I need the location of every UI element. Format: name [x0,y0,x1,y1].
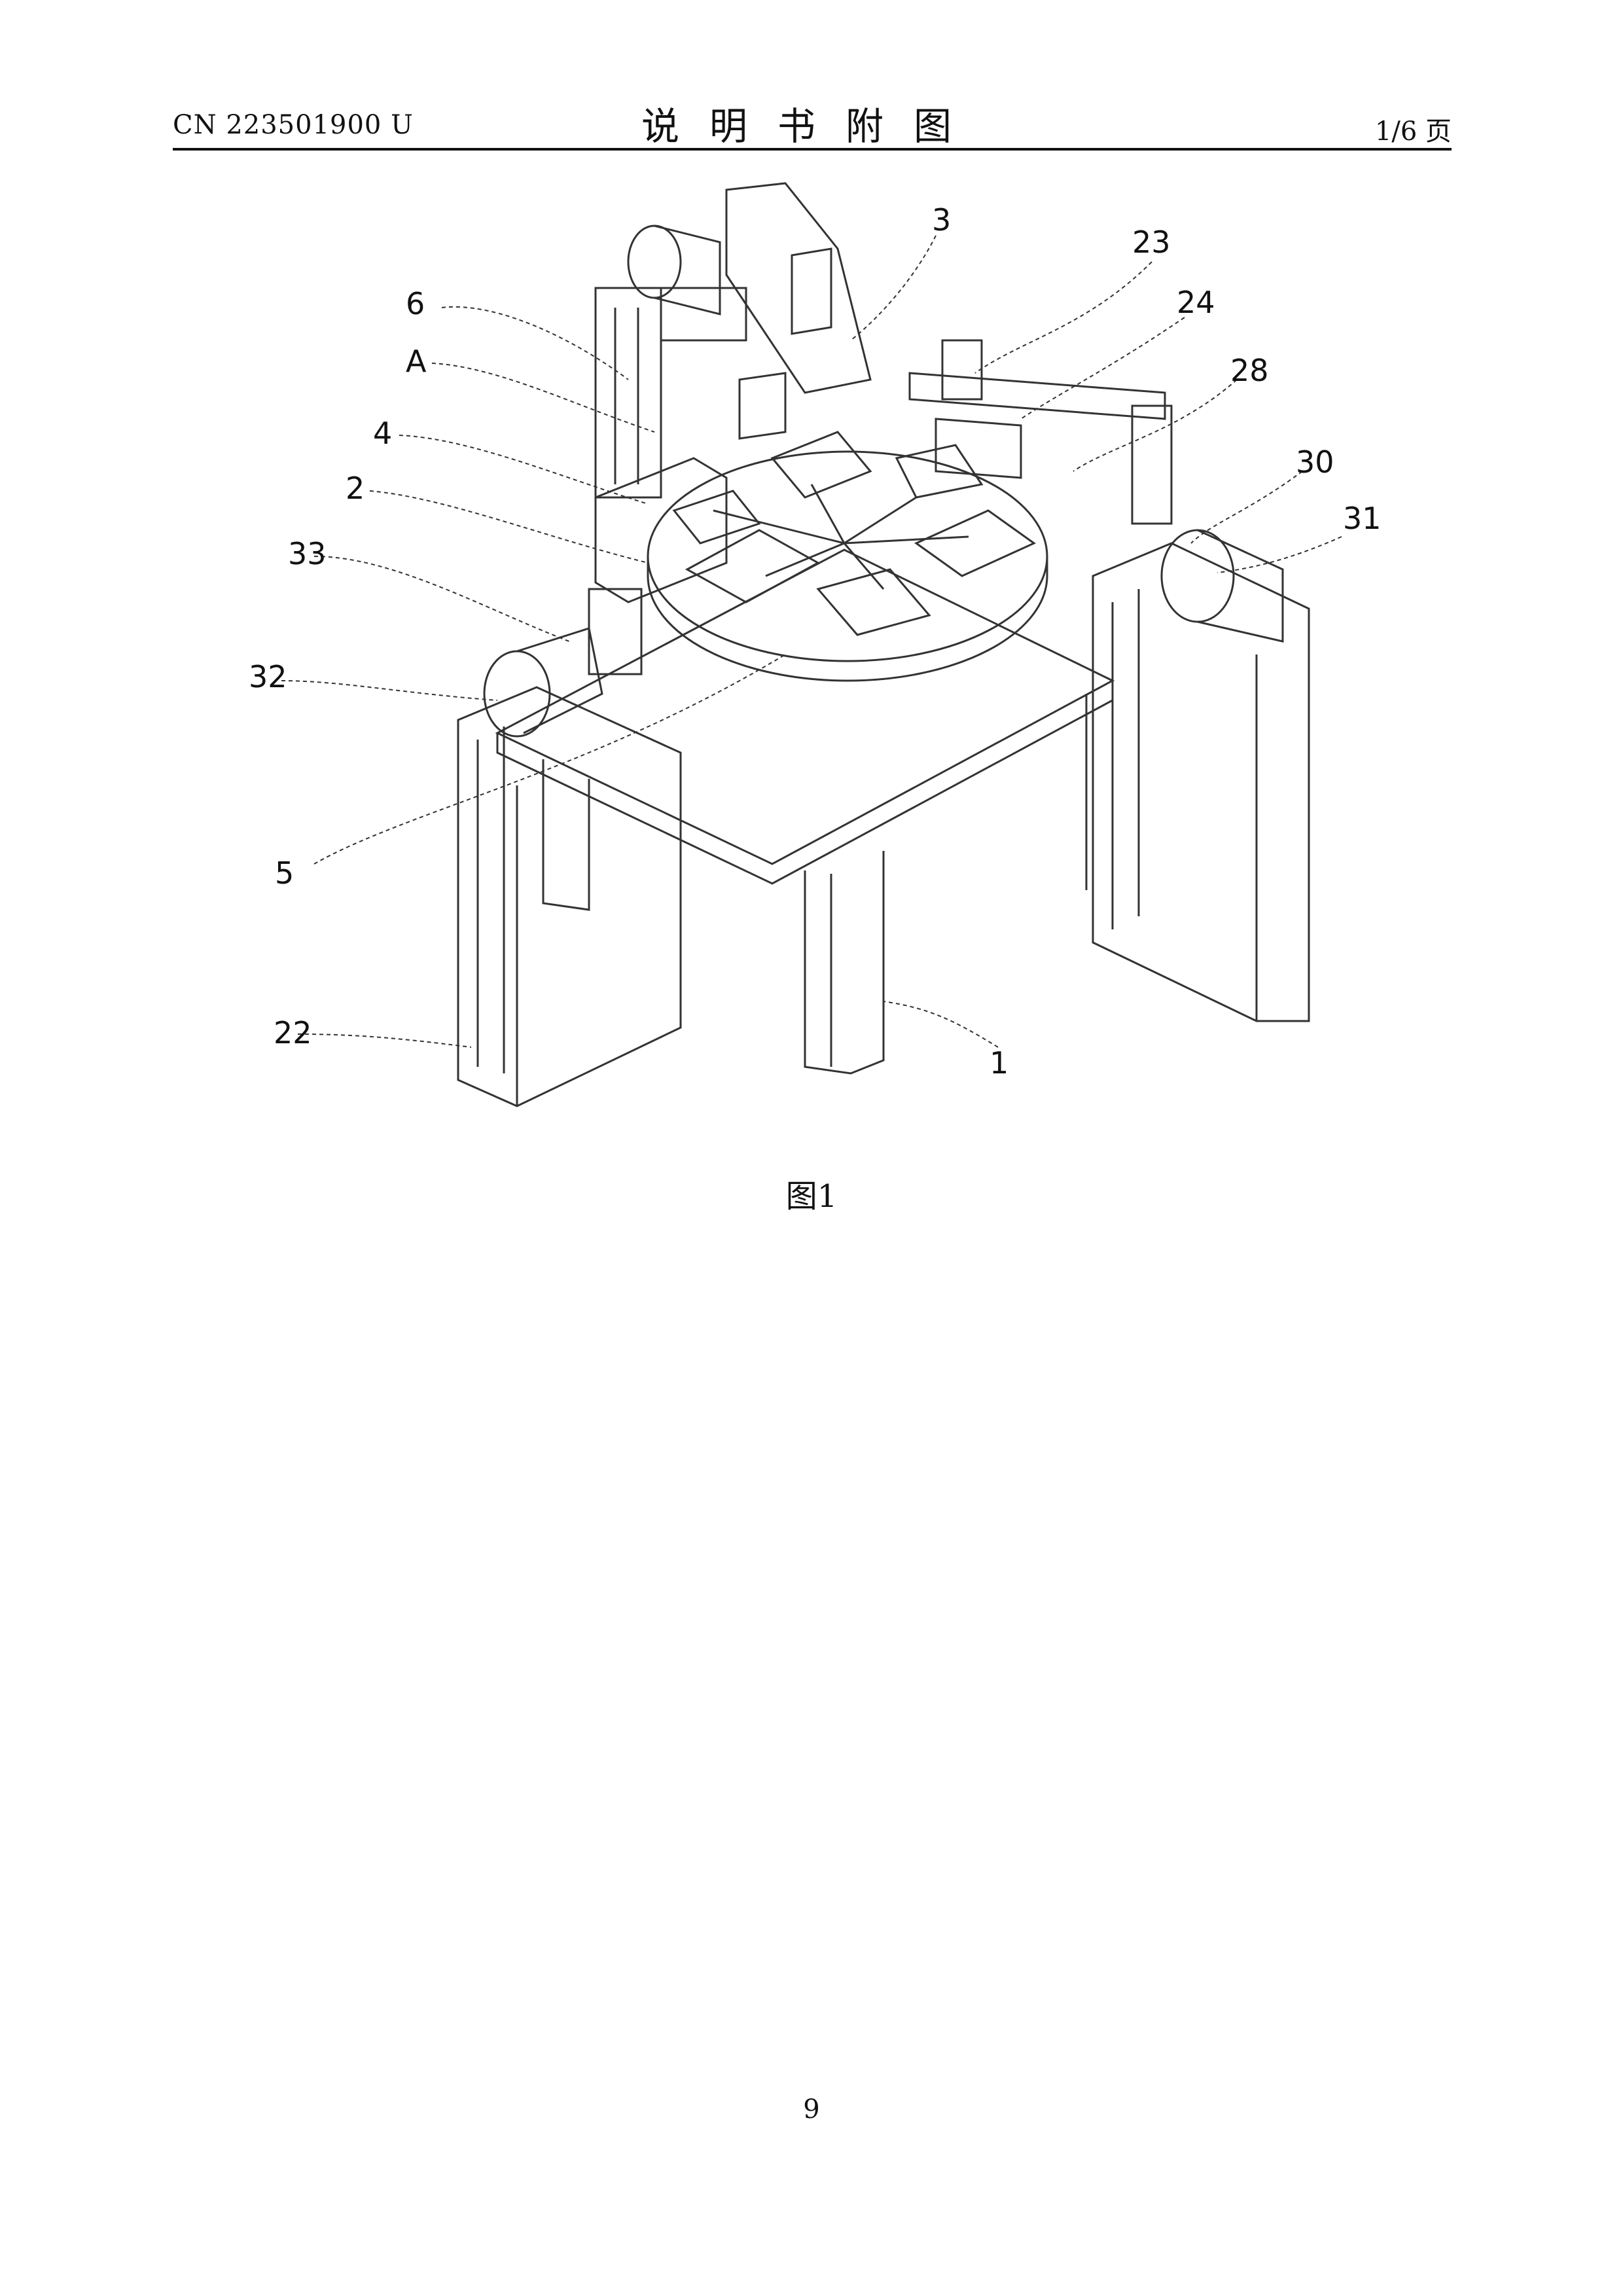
label-1: 1 [990,1045,1008,1081]
label-3: 3 [932,202,951,238]
label-28: 28 [1230,353,1269,388]
label-31: 31 [1343,501,1382,536]
right-stand [1093,543,1309,1021]
left-stand-22 [458,687,681,1106]
label-6: 6 [406,286,425,321]
machine-drawing [458,183,1309,1106]
label-5: 5 [275,855,294,891]
label-24: 24 [1177,285,1215,320]
label-2: 2 [346,471,365,506]
right-arm [910,373,1165,419]
label-33: 33 [288,536,327,571]
left-upright-frame [596,288,661,497]
label-30: 30 [1296,444,1334,480]
label-32: 32 [249,659,287,694]
rotary-disc [648,452,1047,661]
figure-caption: 图1 [0,1170,1623,1216]
upper-arm-3 [726,183,870,393]
label-23: 23 [1132,224,1171,260]
label-22: 22 [274,1015,312,1050]
patent-drawing: 3 23 24 28 30 31 6 A 4 2 33 32 5 22 1 [0,0,1623,1178]
trays [674,432,1034,635]
table-leg-left [543,759,589,910]
label-a: A [406,344,427,379]
leader-lines [281,236,1342,1047]
page-number: 9 [0,2094,1623,2125]
motor-right [1162,530,1234,622]
label-4: 4 [373,416,392,451]
table-leg-front [805,851,883,1073]
